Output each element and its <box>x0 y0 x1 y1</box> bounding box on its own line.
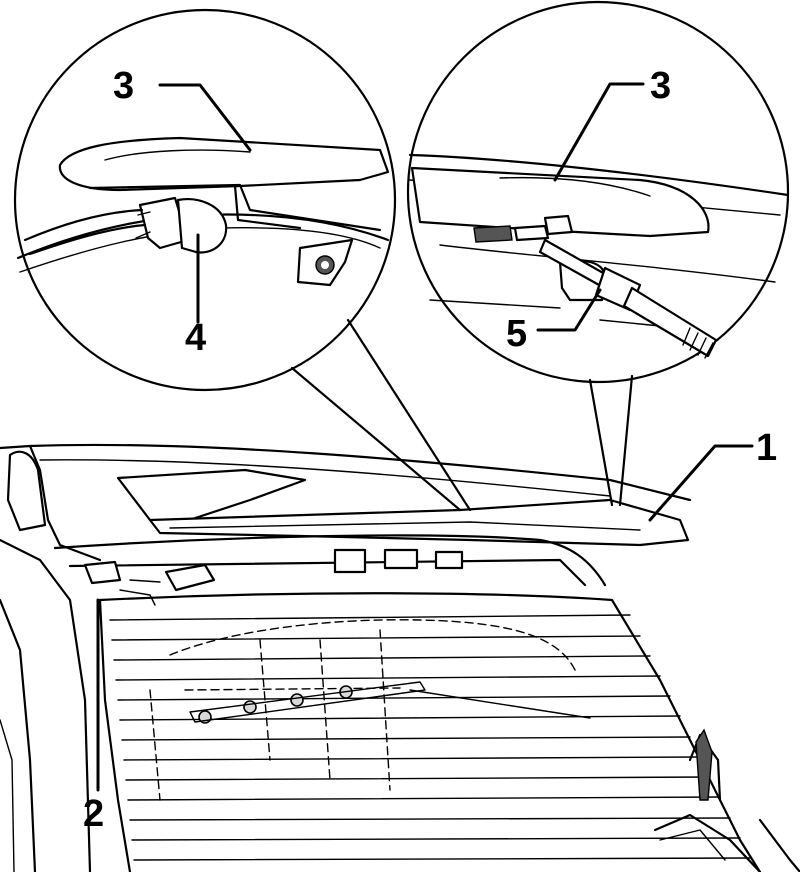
callout-1: 1 <box>756 427 777 469</box>
brake-light-left <box>58 136 390 192</box>
vehicle-rear-view <box>0 443 800 872</box>
callout-5: 5 <box>506 313 527 355</box>
callout-2: 2 <box>83 793 104 835</box>
callout-4: 4 <box>185 317 206 359</box>
detail-circle-right <box>406 0 790 507</box>
leader-lines <box>96 82 754 792</box>
callout-3-left: 3 <box>113 65 134 107</box>
detail-circle-left <box>13 8 472 512</box>
connector <box>135 196 228 254</box>
tool <box>538 238 718 359</box>
brake-light-right <box>410 166 710 238</box>
callout-3-right: 3 <box>650 65 671 107</box>
